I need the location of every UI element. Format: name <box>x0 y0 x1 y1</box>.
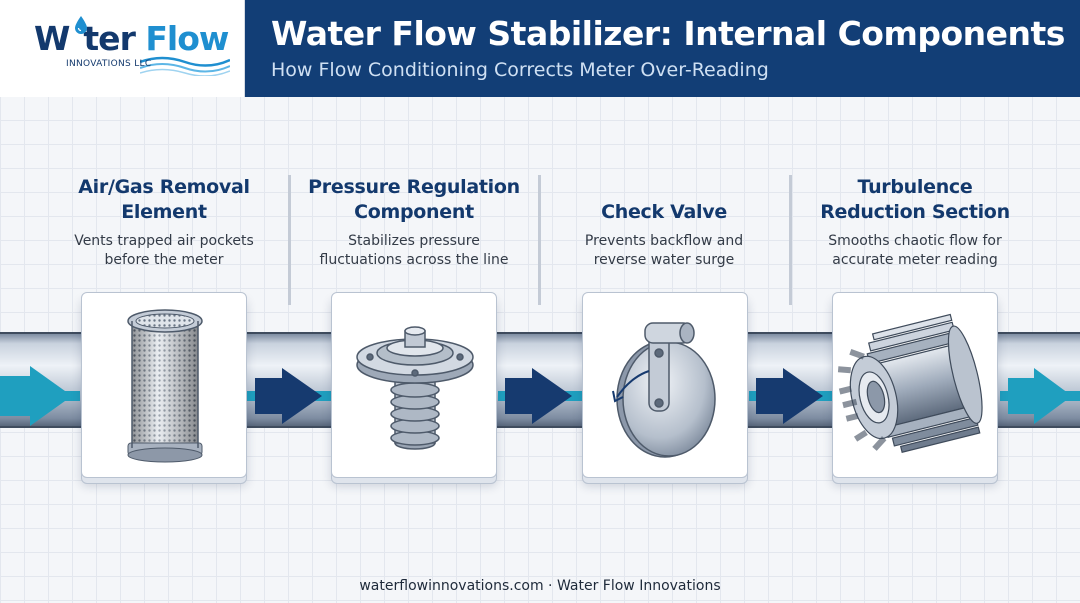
component-title-line: Element <box>121 201 207 223</box>
component-desc-line: Stabilizes pressure <box>348 233 480 249</box>
spring-regulator-icon <box>356 326 474 450</box>
component-desc-line: Smooths chaotic flow for <box>828 233 1002 249</box>
flow-arrow-icon <box>1008 368 1072 424</box>
wave-icon <box>140 56 230 76</box>
logo-word-flow: Flow <box>145 19 229 58</box>
page-subtitle: How Flow Conditioning Corrects Meter Ove… <box>271 59 769 81</box>
mesh-filter-cylinder-icon <box>127 309 203 463</box>
component-desc-turbulence-reduction: Smooths chaotic flow for accurate meter … <box>790 232 1040 270</box>
component-desc-line: before the meter <box>104 252 224 268</box>
component-card-turbulence-reduction[interactable] <box>832 292 998 478</box>
component-desc-line: accurate meter reading <box>832 252 998 268</box>
water-drop-icon <box>75 16 87 34</box>
component-card-pressure-regulation[interactable] <box>331 292 497 478</box>
component-title-pressure-regulation: Pressure Regulation Component <box>289 175 539 225</box>
component-desc-air-gas-removal: Vents trapped air pockets before the met… <box>39 232 289 270</box>
flow-arrow-icon <box>255 368 322 424</box>
component-title-check-valve: Check Valve <box>539 200 789 225</box>
flow-arrow-icon <box>0 366 72 426</box>
component-desc-line: fluctuations across the line <box>319 252 509 268</box>
column-divider <box>789 175 792 305</box>
component-title-line: Turbulence <box>857 176 973 198</box>
component-title-line: Component <box>354 201 474 223</box>
component-desc-check-valve: Prevents backflow and reverse water surg… <box>539 232 789 270</box>
finned-flow-straightener-icon <box>837 313 983 453</box>
logo-word-ater: ter <box>83 19 135 58</box>
component-title-line: Check Valve <box>601 201 727 223</box>
title-bar: Water Flow Stabilizer: Internal Componen… <box>245 0 1080 97</box>
component-title-line: Pressure Regulation <box>308 176 520 198</box>
component-title-turbulence-reduction: Turbulence Reduction Section <box>790 175 1040 225</box>
component-desc-pressure-regulation: Stabilizes pressure fluctuations across … <box>289 232 539 270</box>
component-title-air-gas-removal: Air/Gas Removal Element <box>39 175 289 225</box>
footer-credit: waterflowinnovations.com · Water Flow In… <box>359 578 721 594</box>
column-divider <box>288 175 291 305</box>
logo-letter-w: W <box>34 19 70 58</box>
component-desc-line: Vents trapped air pockets <box>74 233 254 249</box>
component-card-air-gas-removal[interactable] <box>81 292 247 478</box>
component-title-line: Air/Gas Removal <box>78 176 250 198</box>
flow-arrow-icon <box>756 368 823 424</box>
flow-arrow-icon <box>505 368 572 424</box>
swing-check-valve-icon <box>612 322 716 458</box>
component-title-line: Reduction Section <box>820 201 1010 223</box>
page-title: Water Flow Stabilizer: Internal Componen… <box>271 14 1065 53</box>
component-card-check-valve[interactable] <box>582 292 748 478</box>
component-desc-line: Prevents backflow and <box>584 233 744 249</box>
logo-subtitle: INNOVATIONS LLC <box>66 59 152 69</box>
component-desc-line: reverse water surge <box>593 252 735 268</box>
column-divider <box>538 175 541 305</box>
